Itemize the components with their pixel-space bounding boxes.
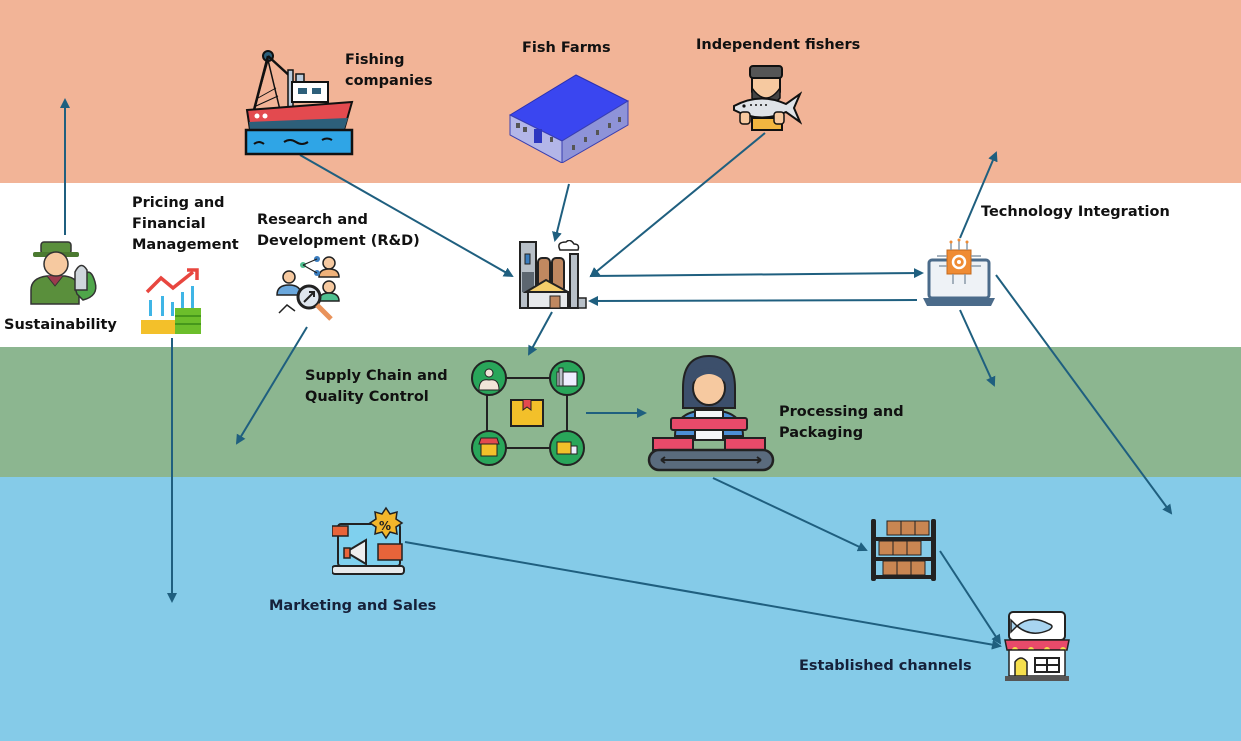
label-line: Fishing bbox=[345, 52, 405, 68]
label-marketing: Marketing and Sales bbox=[269, 598, 437, 614]
farmer-with-fish-leaf-icon bbox=[27, 234, 101, 306]
research-network-magnifier-icon bbox=[273, 255, 343, 327]
label-line: Development (R&D) bbox=[257, 233, 420, 249]
marketing-megaphone-laptop-icon: % bbox=[331, 506, 406, 576]
warehouse-shelf-icon bbox=[869, 517, 939, 583]
fishing-boat-icon bbox=[244, 48, 356, 156]
fisherman-holding-fish-icon bbox=[730, 64, 803, 132]
factory-icon bbox=[516, 239, 588, 312]
label-line: Processing and bbox=[779, 404, 904, 420]
label-line: Packaging bbox=[779, 425, 864, 441]
label-supply-chain: Supply Chain and Quality Control bbox=[305, 366, 448, 408]
label-line: Quality Control bbox=[305, 389, 429, 405]
label-rnd: Research and Development (R&D) bbox=[257, 210, 420, 252]
label-line: Pricing and bbox=[132, 195, 225, 211]
label-line: Research and bbox=[257, 212, 368, 228]
label-sustainability: Sustainability bbox=[4, 317, 117, 333]
label-technology-integration: Technology Integration bbox=[981, 204, 1170, 220]
label-fish-farms: Fish Farms bbox=[522, 40, 611, 56]
laptop-chip-gear-icon bbox=[923, 238, 995, 308]
label-independent-fishers: Independent fishers bbox=[696, 37, 861, 53]
label-line: Supply Chain and bbox=[305, 368, 448, 384]
label-processing: Processing and Packaging bbox=[779, 402, 904, 444]
supply-cycle-icon bbox=[471, 358, 585, 468]
svg-text:%: % bbox=[379, 519, 391, 533]
label-line: Management bbox=[132, 237, 239, 253]
fish-shop-icon bbox=[1003, 610, 1071, 682]
fish-farm-building-icon bbox=[508, 73, 630, 164]
band-market bbox=[0, 477, 1241, 741]
label-pricing: Pricing and Financial Management bbox=[132, 193, 239, 256]
label-established-channels: Established channels bbox=[799, 658, 972, 674]
label-line: Financial bbox=[132, 216, 206, 232]
label-fishing-companies: Fishing companies bbox=[345, 50, 433, 92]
label-line: companies bbox=[345, 73, 433, 89]
growth-chart-money-icon bbox=[139, 268, 205, 336]
band-operations bbox=[0, 347, 1241, 477]
worker-conveyor-icon bbox=[647, 352, 775, 474]
